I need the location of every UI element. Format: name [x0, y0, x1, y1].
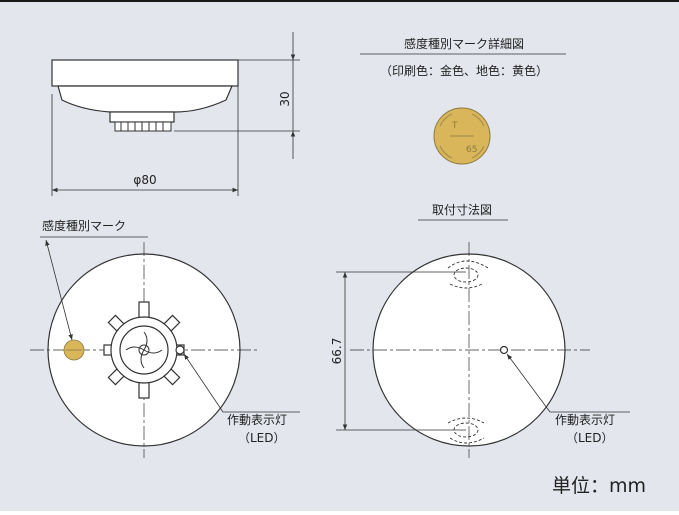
mark-detail-title: 感度種別マーク詳細図: [404, 36, 524, 51]
detector-lower-body: [57, 85, 233, 113]
mark-print-colors: （印刷色：金色、地色：黄色）: [380, 63, 548, 78]
side-view: [51, 32, 300, 196]
mounting-led: [499, 345, 509, 355]
mark-letter: T: [451, 121, 458, 131]
sensor-fins: [114, 121, 172, 132]
mounting-title: 取付寸法図: [432, 203, 492, 217]
bottom-led-label: 作動表示灯: [227, 413, 287, 427]
mark-callout-label: 感度種別マーク: [42, 218, 126, 233]
mounting-slot-top: [447, 260, 489, 289]
unit-label: 単位：mm: [552, 475, 646, 497]
sensitivity-mark-detail: T 65: [433, 107, 491, 165]
detector-base: [109, 111, 175, 123]
bottom-led-sub: （LED）: [238, 431, 286, 445]
mounting-led-label: 作動表示灯: [555, 413, 615, 427]
diameter-dimension: φ80: [133, 173, 156, 187]
sensor-element: [125, 331, 163, 369]
bottom-view: [30, 239, 300, 458]
sensitivity-mark: [63, 339, 85, 361]
mounting-led-sub: （LED）: [566, 431, 614, 445]
mounting-view: [336, 242, 630, 458]
detector-top-body: [51, 59, 239, 87]
led-indicator: [175, 345, 185, 355]
pitch-dimension: 66.7: [330, 338, 344, 365]
height-dimension: 30: [278, 91, 292, 106]
mark-number: 65: [466, 145, 477, 155]
